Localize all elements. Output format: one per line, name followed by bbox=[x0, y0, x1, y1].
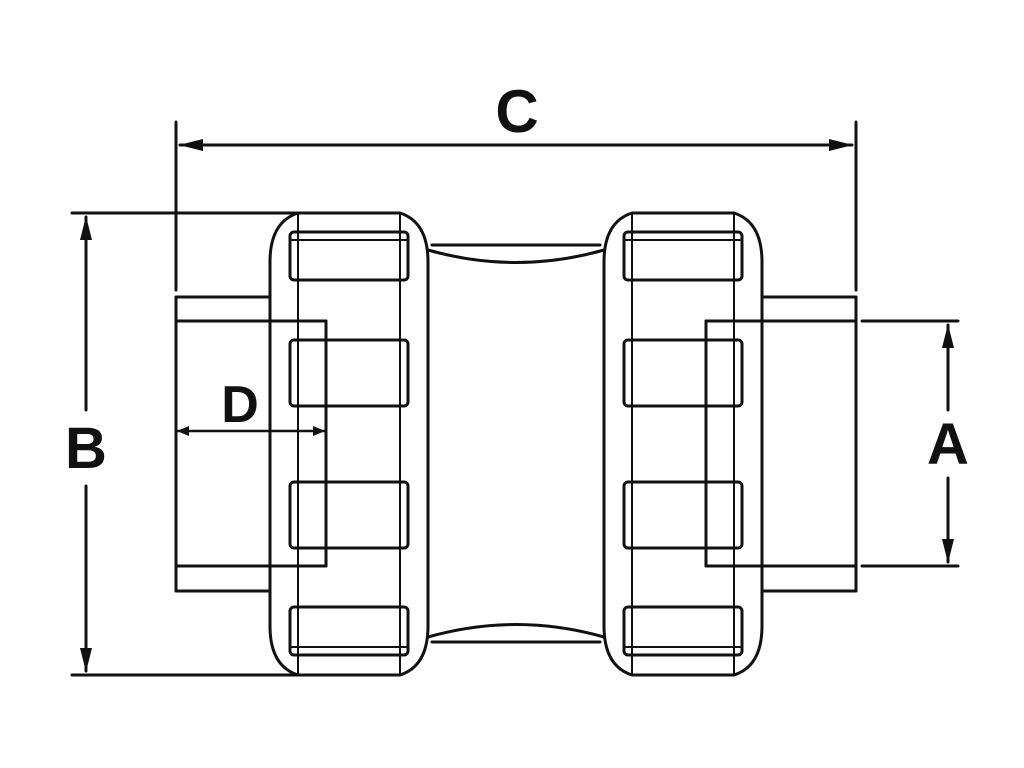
right-socket-end bbox=[704, 295, 858, 593]
right-end-outline bbox=[760, 295, 858, 593]
left-socket-end bbox=[174, 295, 328, 593]
center-body-top-edge bbox=[426, 248, 606, 264]
dimension-a bbox=[860, 319, 960, 568]
label-c: C bbox=[495, 78, 538, 145]
right-nut-rib-1 bbox=[622, 230, 744, 282]
left-nut-rib-2 bbox=[288, 338, 410, 408]
label-d: D bbox=[221, 376, 259, 434]
left-end-outline bbox=[174, 295, 272, 593]
center-body bbox=[426, 243, 606, 644]
right-nut-rib-4 bbox=[622, 605, 744, 657]
right-nut-rib-3 bbox=[622, 480, 744, 550]
left-nut-rib-3 bbox=[288, 480, 410, 550]
right-union-nut bbox=[602, 211, 764, 677]
center-body-bottom-edge bbox=[426, 623, 606, 639]
label-b: B bbox=[65, 416, 107, 481]
left-union-nut bbox=[268, 211, 430, 677]
right-nut-rib-2 bbox=[622, 338, 744, 408]
left-nut-rib-4 bbox=[288, 605, 410, 657]
dimension-b bbox=[70, 211, 300, 677]
dimension-c bbox=[174, 120, 858, 292]
label-a: A bbox=[927, 412, 969, 477]
left-nut-rib-1 bbox=[288, 230, 410, 282]
